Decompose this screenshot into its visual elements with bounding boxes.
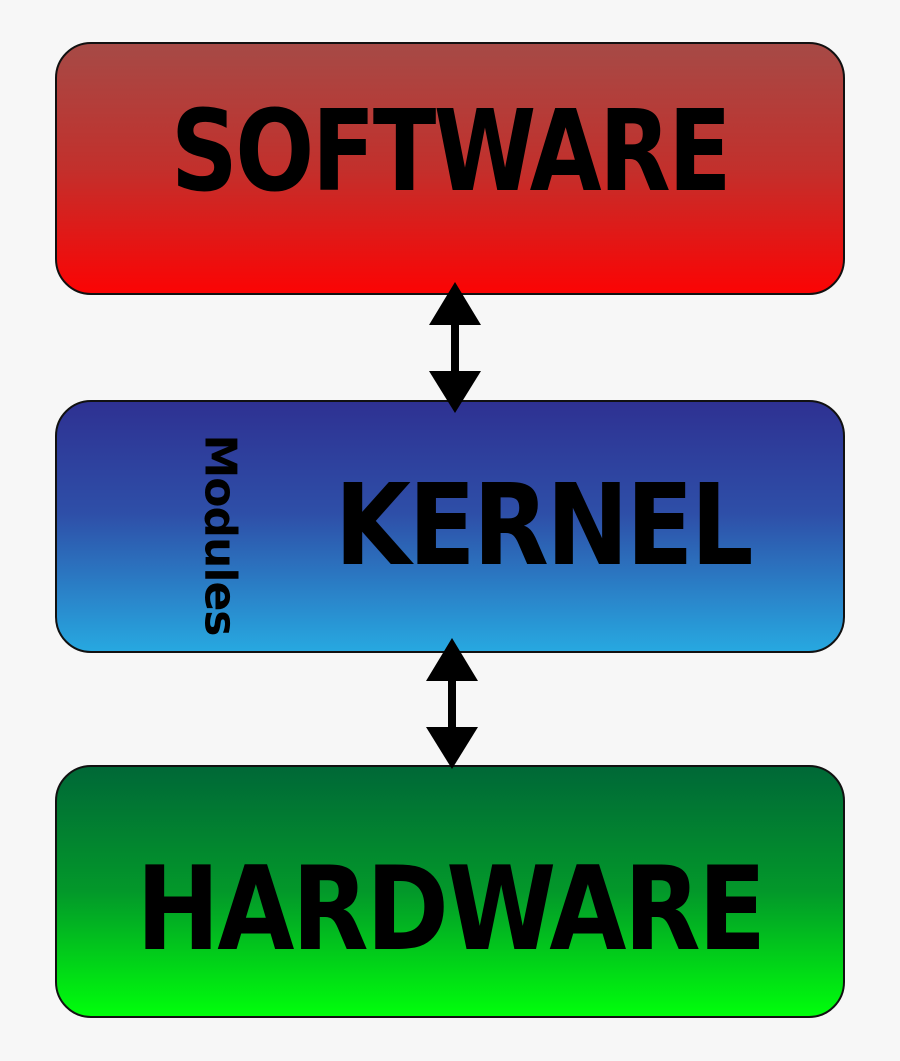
kernel-label: KERNEL: [334, 461, 754, 591]
modules-label: Modules: [194, 434, 246, 635]
kernel-layer-box: Modules KERNEL: [55, 400, 845, 653]
modules-label-container: Modules: [194, 422, 246, 647]
software-label: SOFTWARE: [170, 87, 732, 217]
kernel-hardware-double-arrow-icon: [426, 638, 478, 769]
software-layer-box: SOFTWARE: [55, 42, 845, 295]
hardware-label: HARDWARE: [136, 842, 766, 977]
hardware-layer-box: HARDWARE: [55, 765, 845, 1018]
software-kernel-double-arrow-icon: [429, 282, 481, 413]
